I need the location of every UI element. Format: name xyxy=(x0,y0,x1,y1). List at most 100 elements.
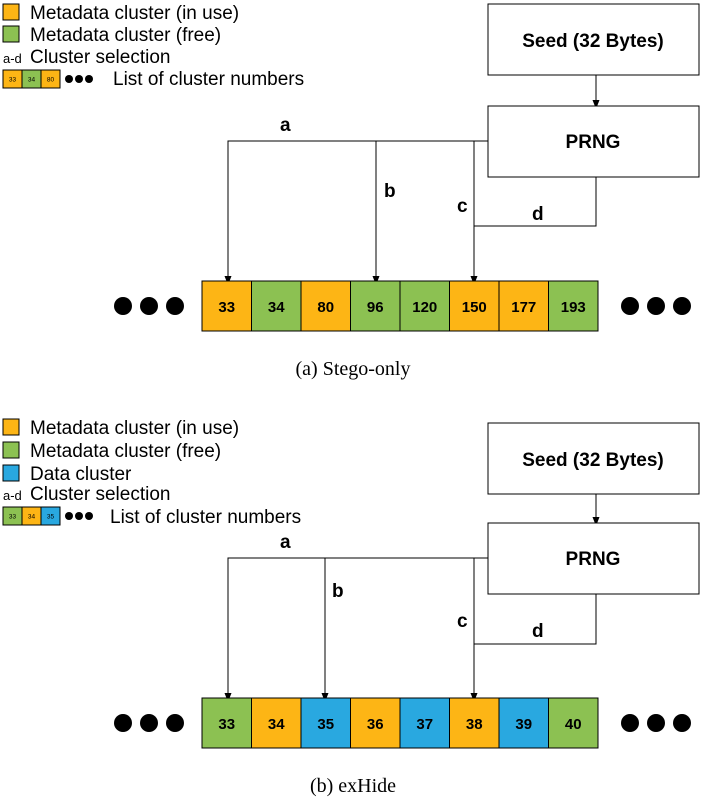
cluster-cell xyxy=(498,280,549,332)
ellipsis-dot-icon xyxy=(166,714,184,732)
cluster-number: 33 xyxy=(218,299,235,316)
arrow-label-c: c xyxy=(457,196,468,217)
caption-a: (a) Stego-only xyxy=(296,358,411,380)
cluster-number: 40 xyxy=(565,716,582,733)
prng-label: PRNG xyxy=(566,549,621,570)
cluster-cell xyxy=(548,280,599,332)
ellipsis-dot-icon xyxy=(140,714,158,732)
legend-dot-icon xyxy=(85,512,93,520)
cluster-cell xyxy=(498,697,549,749)
legend-dot-icon xyxy=(85,75,93,83)
seed-label: Seed (32 Bytes) xyxy=(522,450,664,471)
legend-a: Metadata cluster (in use) Metadata clust… xyxy=(2,3,304,90)
cluster-number: 120 xyxy=(412,299,437,316)
cluster-number: 35 xyxy=(317,716,334,733)
ellipsis-dot-icon xyxy=(673,714,691,732)
legend-label-free: Metadata cluster (free) xyxy=(30,25,221,46)
arrow-label-a: a xyxy=(280,532,291,553)
cluster-row-b: 33 34 35 36 37 38 39 40 xyxy=(201,697,599,749)
legend-label-selection: Cluster selection xyxy=(30,484,170,505)
legend-sample-number: 33 xyxy=(9,77,17,84)
legend-sample-number: 34 xyxy=(28,77,36,84)
cluster-cell xyxy=(350,280,401,332)
caption-b: (b) exHide xyxy=(310,775,396,797)
legend-label-in-use: Metadata cluster (in use) xyxy=(30,418,239,439)
selection-arrow-a xyxy=(224,557,488,702)
cluster-number: 150 xyxy=(462,299,487,316)
arrow-label-b: b xyxy=(332,581,344,602)
legend-selection-key: a-d xyxy=(3,51,22,66)
cluster-row-a: 33 34 80 96 120 150 177 193 xyxy=(201,280,599,332)
arrow-label-c: c xyxy=(457,611,468,632)
cluster-number: 80 xyxy=(317,299,334,316)
cluster-number: 34 xyxy=(268,716,285,733)
selection-arrow-a xyxy=(224,140,488,285)
ellipsis-dot-icon xyxy=(140,297,158,315)
cluster-cell xyxy=(251,280,302,332)
cluster-cell xyxy=(201,280,252,332)
cluster-cell xyxy=(300,280,351,332)
legend-dot-icon xyxy=(75,512,83,520)
arrow-label-b: b xyxy=(384,181,396,202)
cluster-cell xyxy=(350,697,401,749)
ellipsis-dot-icon xyxy=(114,714,132,732)
legend-sample-number: 34 xyxy=(28,514,36,521)
prng-box xyxy=(487,522,700,595)
legend-sample-cell xyxy=(40,69,61,89)
legend-swatch-in-use xyxy=(2,418,20,436)
legend-sample-number: 35 xyxy=(47,514,55,521)
legend-b: Metadata cluster (in use) Metadata clust… xyxy=(2,418,301,528)
cluster-number: 34 xyxy=(268,299,285,316)
legend-label-list: List of cluster numbers xyxy=(110,507,301,528)
cluster-cell xyxy=(548,697,599,749)
arrow-label-d: d xyxy=(532,204,544,225)
cluster-number: 33 xyxy=(218,716,235,733)
arrow-label-d: d xyxy=(532,621,544,642)
legend-list-sample: 33 34 80 xyxy=(2,69,61,89)
cluster-number: 193 xyxy=(561,299,586,316)
seed-box xyxy=(487,3,700,76)
cluster-cell xyxy=(201,697,252,749)
legend-sample-number: 80 xyxy=(47,77,55,84)
ellipsis-dot-icon xyxy=(647,297,665,315)
legend-swatch-in-use xyxy=(2,3,20,21)
seed-box xyxy=(487,422,700,495)
cluster-cell xyxy=(251,697,302,749)
legend-label-free: Metadata cluster (free) xyxy=(30,441,221,462)
cluster-cell xyxy=(300,697,351,749)
panel-b: Metadata cluster (in use) Metadata clust… xyxy=(2,418,700,797)
prng-label: PRNG xyxy=(566,132,621,153)
cluster-number: 36 xyxy=(367,716,384,733)
selection-arrow-d xyxy=(474,177,597,227)
legend-label-data: Data cluster xyxy=(30,464,132,485)
ellipsis-dot-icon xyxy=(166,297,184,315)
cluster-cell xyxy=(399,280,450,332)
ellipsis-dot-icon xyxy=(673,297,691,315)
legend-label-selection: Cluster selection xyxy=(30,47,170,68)
legend-sample-number: 33 xyxy=(9,514,17,521)
panel-a: Metadata cluster (in use) Metadata clust… xyxy=(2,3,700,380)
arrow-label-a: a xyxy=(280,115,291,136)
cluster-number: 96 xyxy=(367,299,384,316)
legend-dot-icon xyxy=(65,512,73,520)
seed-label: Seed (32 Bytes) xyxy=(522,31,664,52)
selection-arrow-d xyxy=(474,594,597,645)
legend-swatch-data xyxy=(2,464,20,482)
cluster-number: 177 xyxy=(511,299,536,316)
legend-list-sample: 33 34 35 xyxy=(2,506,61,526)
ellipsis-dot-icon xyxy=(114,297,132,315)
cluster-cell xyxy=(399,697,450,749)
legend-selection-key: a-d xyxy=(3,488,22,503)
cluster-number: 39 xyxy=(515,716,532,733)
legend-swatch-free xyxy=(2,25,20,43)
legend-sample-cell xyxy=(40,506,61,526)
legend-label-list: List of cluster numbers xyxy=(113,69,304,90)
ellipsis-dot-icon xyxy=(647,714,665,732)
cluster-number: 37 xyxy=(416,716,433,733)
ellipsis-dot-icon xyxy=(621,297,639,315)
legend-swatch-free xyxy=(2,441,20,459)
legend-dot-icon xyxy=(75,75,83,83)
cluster-number: 38 xyxy=(466,716,483,733)
ellipsis-dot-icon xyxy=(621,714,639,732)
